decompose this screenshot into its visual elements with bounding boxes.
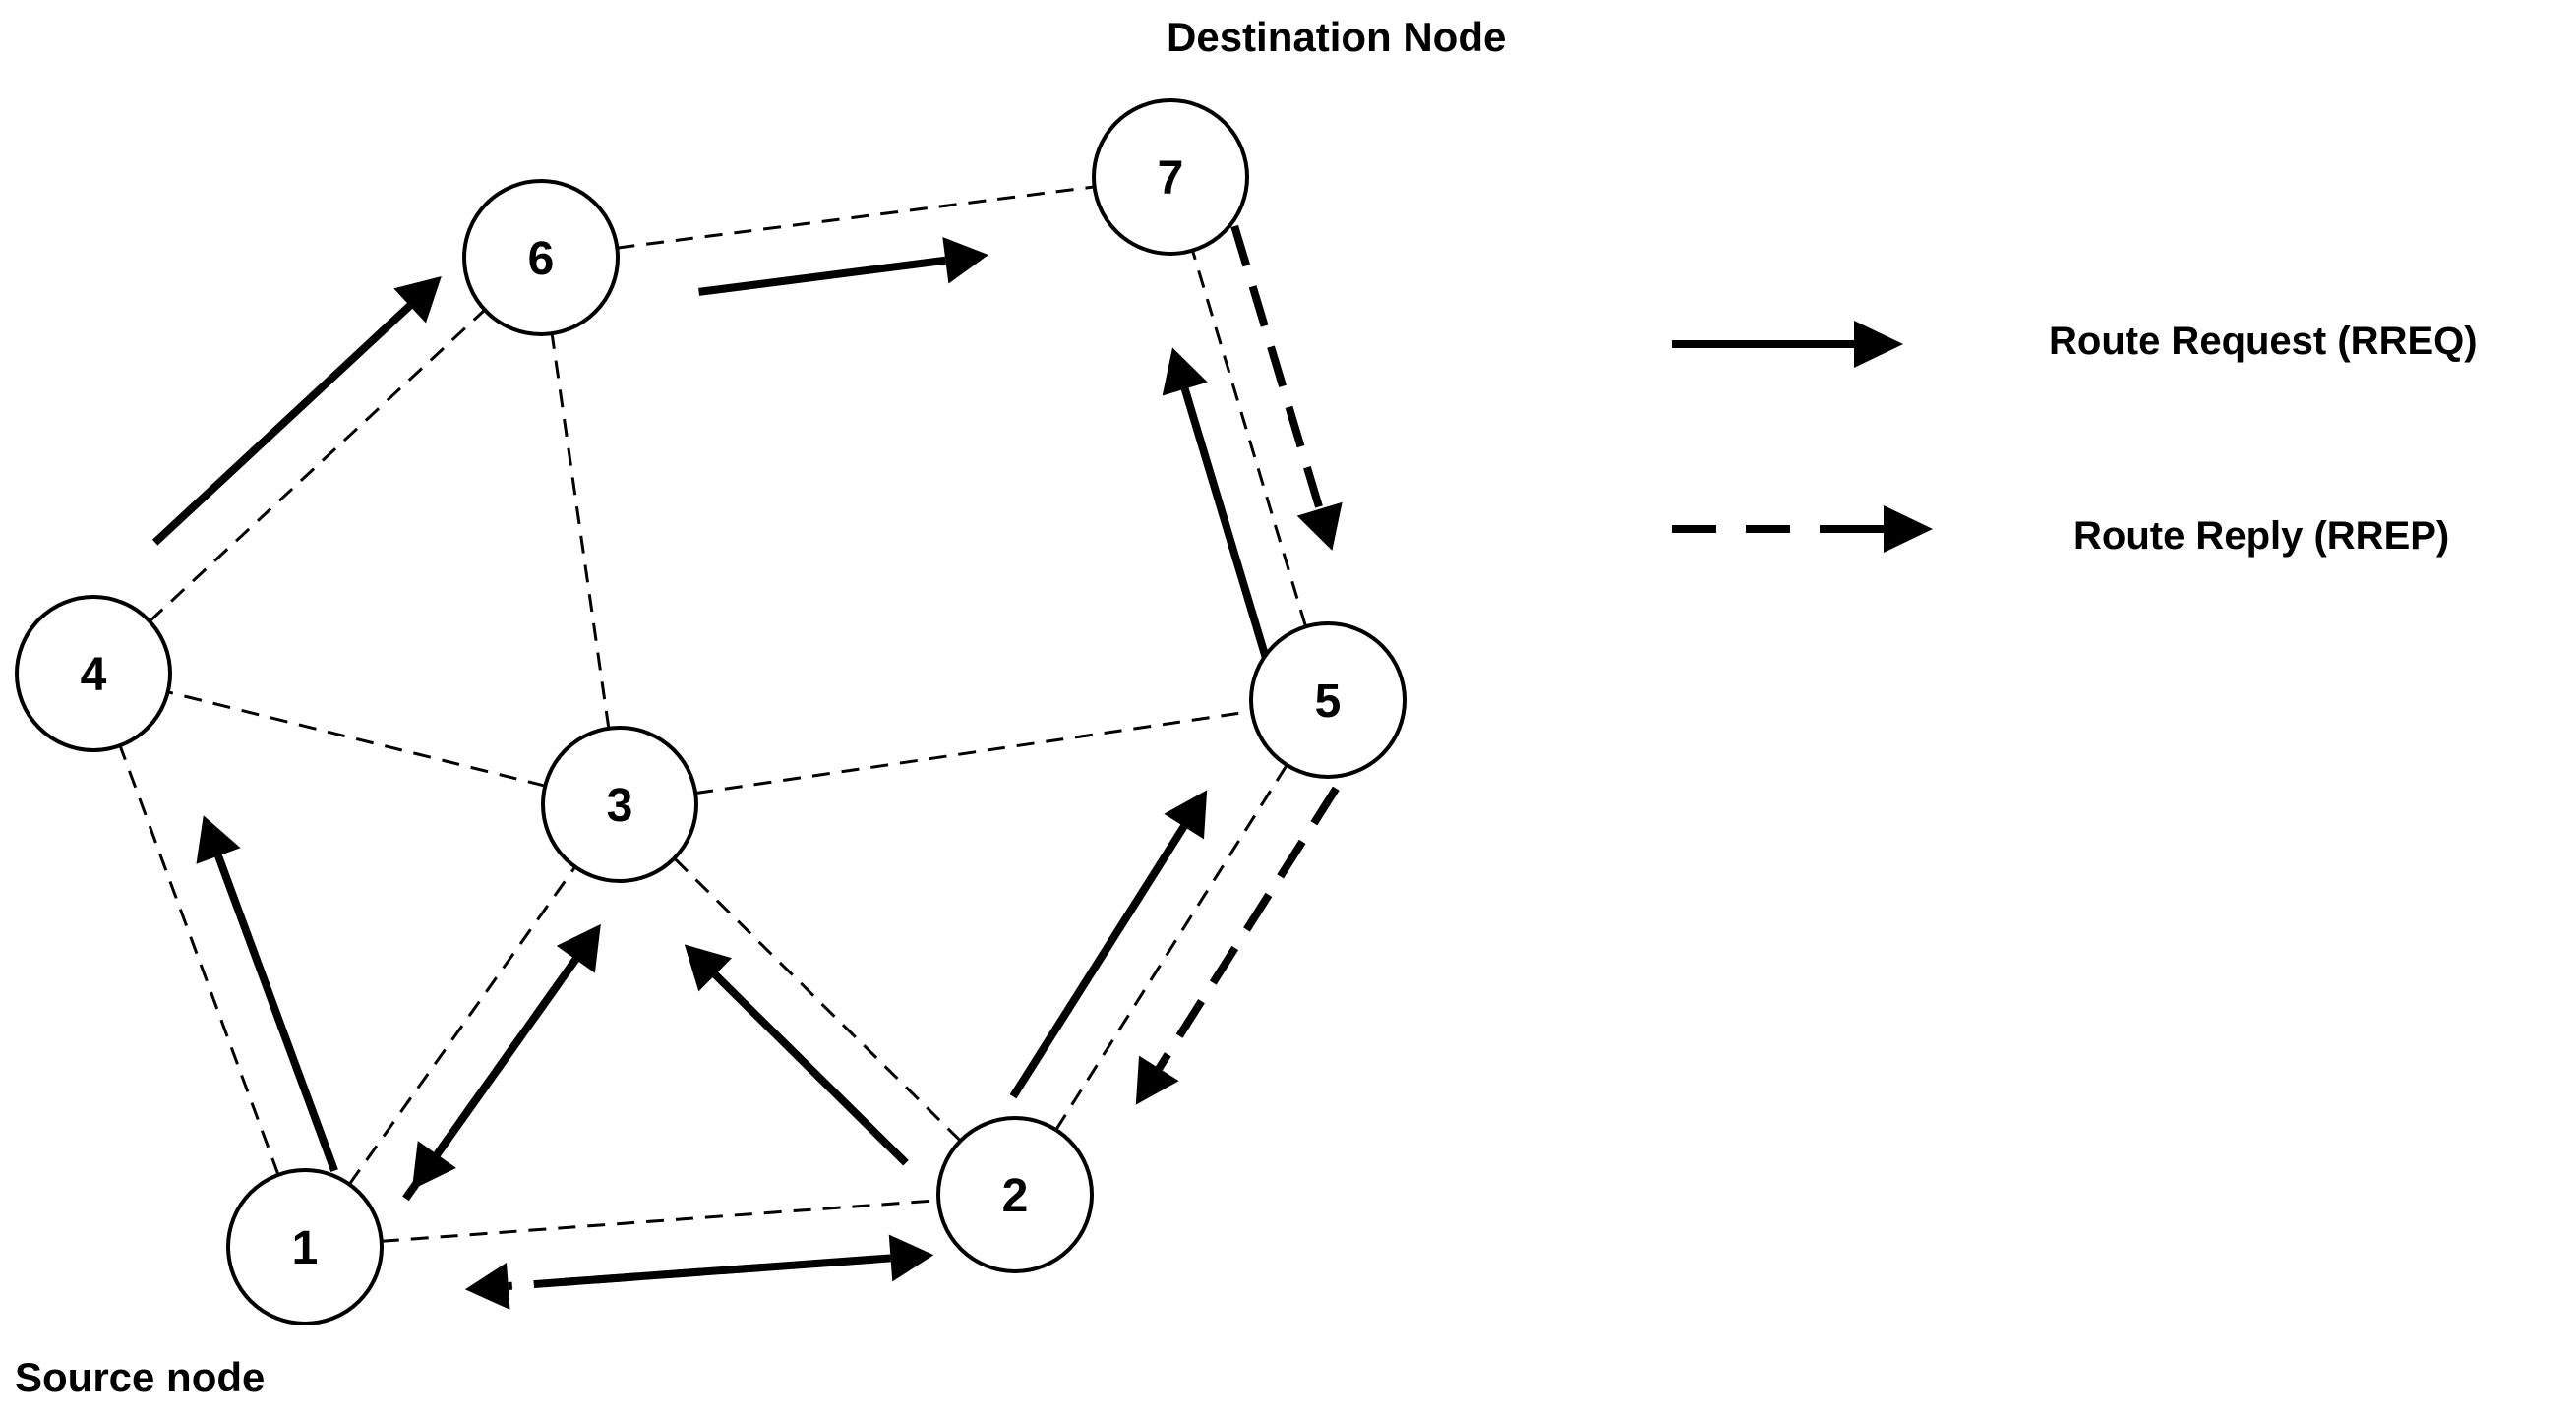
node-circle	[462, 179, 620, 336]
node-circle	[541, 726, 698, 883]
route-messages	[151, 224, 1343, 1310]
destination-node-caption: Destination Node	[1167, 14, 1506, 60]
rrep-arrow-2-to-1	[464, 1263, 764, 1310]
network-nodes: 1 2 3 4 5 6 7	[15, 98, 1407, 1325]
rreq-arrow-5-to-7	[1162, 347, 1271, 663]
legend-rrep-symbol	[1672, 505, 1933, 553]
rreq-arrow-4-to-6	[151, 275, 442, 546]
rreq-arrow-6-to-7	[698, 236, 988, 296]
rreq-arrow-2-to-5	[1009, 790, 1208, 1099]
node-1: 1	[226, 1168, 384, 1325]
node-5: 5	[1249, 621, 1407, 779]
legend: Route Request (RREQ) Route Reply (RREP)	[1672, 320, 2478, 558]
node-label: 1	[292, 1222, 319, 1274]
node-label: 5	[1315, 676, 1342, 728]
node-2: 2	[936, 1116, 1094, 1273]
rrep-arrow-5-to-2	[1135, 786, 1340, 1105]
link-3-5	[694, 709, 1253, 795]
link-1-2	[381, 1199, 939, 1243]
rrep-arrow-3-to-1	[411, 930, 598, 1190]
link-5-7	[1191, 250, 1307, 627]
node-4: 4	[15, 595, 172, 752]
node-7: 7	[1092, 98, 1249, 256]
link-1-4	[118, 744, 280, 1176]
node-circle	[1092, 98, 1249, 256]
node-circle	[936, 1116, 1094, 1273]
node-label: 2	[1002, 1170, 1029, 1222]
node-label: 6	[528, 233, 555, 285]
legend-rrep-label: Route Reply (RREP)	[2073, 514, 2449, 558]
node-label: 4	[81, 649, 107, 701]
link-2-5	[1054, 764, 1288, 1131]
node-circle	[226, 1168, 384, 1325]
link-2-3	[673, 856, 962, 1143]
network-links	[118, 185, 1307, 1243]
source-node-caption: Source node	[15, 1354, 265, 1400]
node-label: 3	[607, 780, 633, 832]
legend-rreq-label: Route Request (RREQ)	[2049, 320, 2478, 363]
node-6: 6	[462, 179, 620, 336]
link-3-6	[550, 332, 611, 730]
link-6-7	[617, 185, 1095, 250]
rreq-arrow-2-to-3	[684, 944, 909, 1166]
node-circle	[1249, 621, 1407, 779]
rreq-arrow-1-to-4	[196, 815, 338, 1173]
link-3-4	[167, 690, 546, 788]
node-3: 3	[541, 726, 698, 883]
link-1-3	[347, 865, 577, 1186]
link-4-6	[149, 309, 486, 622]
legend-rreq-symbol	[1672, 321, 1903, 368]
node-circle	[15, 595, 172, 752]
rrep-arrow-7-to-5	[1230, 224, 1343, 551]
node-label: 7	[1158, 152, 1184, 205]
